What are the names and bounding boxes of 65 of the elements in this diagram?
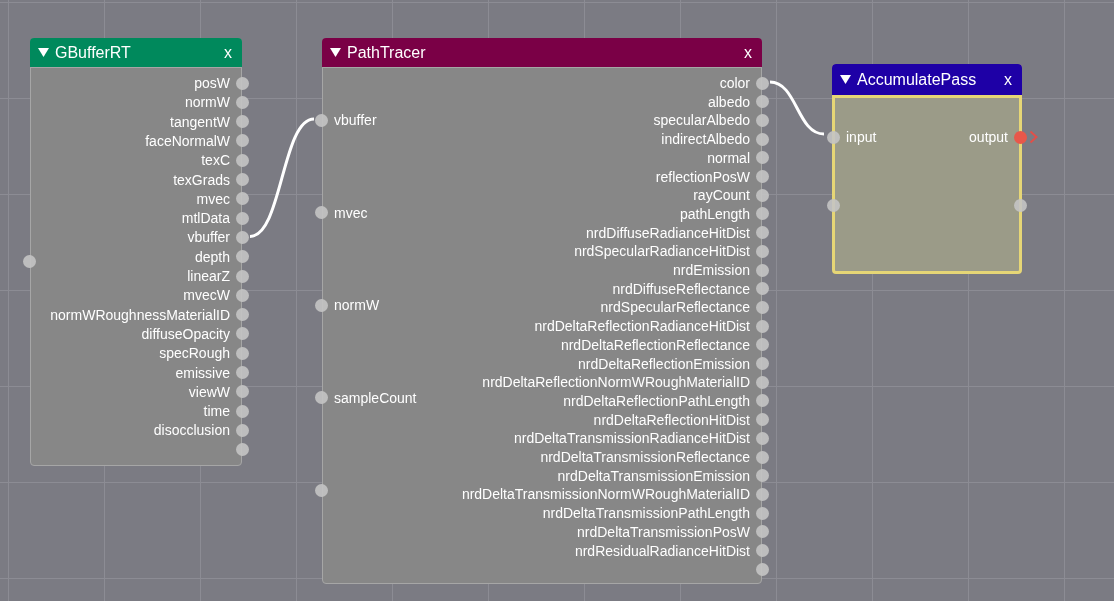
close-button: x	[1002, 70, 1014, 89]
port-label: input	[846, 129, 877, 145]
port-label: reflectionPosW	[655, 168, 750, 185]
port-label: tangentW	[170, 113, 230, 130]
port-label: vbuffer	[334, 112, 377, 128]
close-button: x	[222, 43, 234, 62]
port-label: specRough	[159, 345, 230, 362]
port-label: nrdDeltaReflectionHitDist	[593, 411, 750, 428]
port-circle	[23, 254, 36, 268]
port-label: nrdSpecularReflectance	[600, 299, 750, 316]
port-label: mvecW	[183, 287, 230, 304]
port-label: mtlData	[181, 210, 230, 227]
port-label: mvec	[196, 190, 230, 207]
port-label: normW	[184, 94, 230, 111]
port-label: indirectAlbedo	[661, 131, 750, 148]
port-label: depth	[194, 248, 230, 265]
close-button: x	[742, 43, 754, 62]
port-label: emissive	[175, 364, 230, 381]
port-label: sampleCount	[334, 389, 417, 406]
port-label: mvec	[334, 204, 368, 221]
node-title: AccumulatePass	[857, 70, 977, 89]
port-label: color	[719, 75, 750, 91]
port-label: normW	[334, 297, 380, 313]
port-label: normWRoughnessMaterialID	[50, 306, 230, 323]
port-circle	[236, 443, 249, 457]
port-label: vbuffer	[187, 229, 230, 246]
port-label: diffuseOpacity	[141, 325, 230, 342]
port-label: pathLength	[679, 205, 750, 222]
port-label: albedo	[707, 93, 750, 110]
port-label: nrdDeltaTransmissionRadianceHitDist	[514, 430, 750, 447]
connection-wire	[769, 80, 825, 136]
port-label: nrdDeltaReflectionNormWRoughMaterialID	[482, 374, 750, 391]
port-label: nrdDiffuseRadianceHitDist	[586, 224, 750, 241]
connection-wire	[249, 117, 315, 238]
node-title: PathTracer	[347, 43, 426, 62]
port-label: normal	[707, 149, 750, 166]
port-label: faceNormalW	[145, 132, 230, 149]
port-label: viewW	[188, 383, 230, 400]
port-label: rayCount	[693, 187, 750, 204]
port-label: nrdDeltaReflectionPathLength	[563, 392, 750, 409]
port-circle	[827, 198, 840, 212]
port-circle	[315, 483, 328, 497]
port-label: nrdDeltaTransmissionPathLength	[542, 505, 750, 522]
port-label: nrdDeltaTransmissionEmission	[557, 467, 750, 484]
port-label: posW	[194, 75, 230, 91]
port-label: nrdDeltaTransmissionNormWRoughMaterialID	[461, 486, 750, 503]
port-label: texC	[201, 152, 230, 169]
port-label: output	[969, 129, 1008, 145]
port-label: specularAlbedo	[653, 112, 750, 129]
port-label: time	[203, 403, 230, 420]
port-label: nrdDeltaTransmissionPosW	[577, 523, 750, 540]
port-label: texGrads	[173, 171, 230, 188]
port-label: nrdDeltaReflectionRadianceHitDist	[534, 318, 750, 335]
port-label: nrdEmission	[672, 262, 750, 278]
port-label: nrdDiffuseReflectance	[612, 280, 750, 297]
node-title: GBufferRT	[55, 43, 131, 62]
port-label: nrdResidualRadianceHitDist	[574, 542, 750, 559]
port-circle	[1014, 198, 1027, 212]
port-label: linearZ	[187, 268, 230, 284]
port-circle	[756, 562, 769, 576]
port-label: nrdSpecularRadianceHitDist	[574, 243, 750, 260]
port-label: disocclusion	[153, 422, 230, 439]
port-label: nrdDeltaReflectionEmission	[578, 355, 750, 372]
port-label: nrdDeltaTransmissionReflectance	[540, 449, 750, 465]
port-label: nrdDeltaReflectionReflectance	[560, 336, 750, 353]
